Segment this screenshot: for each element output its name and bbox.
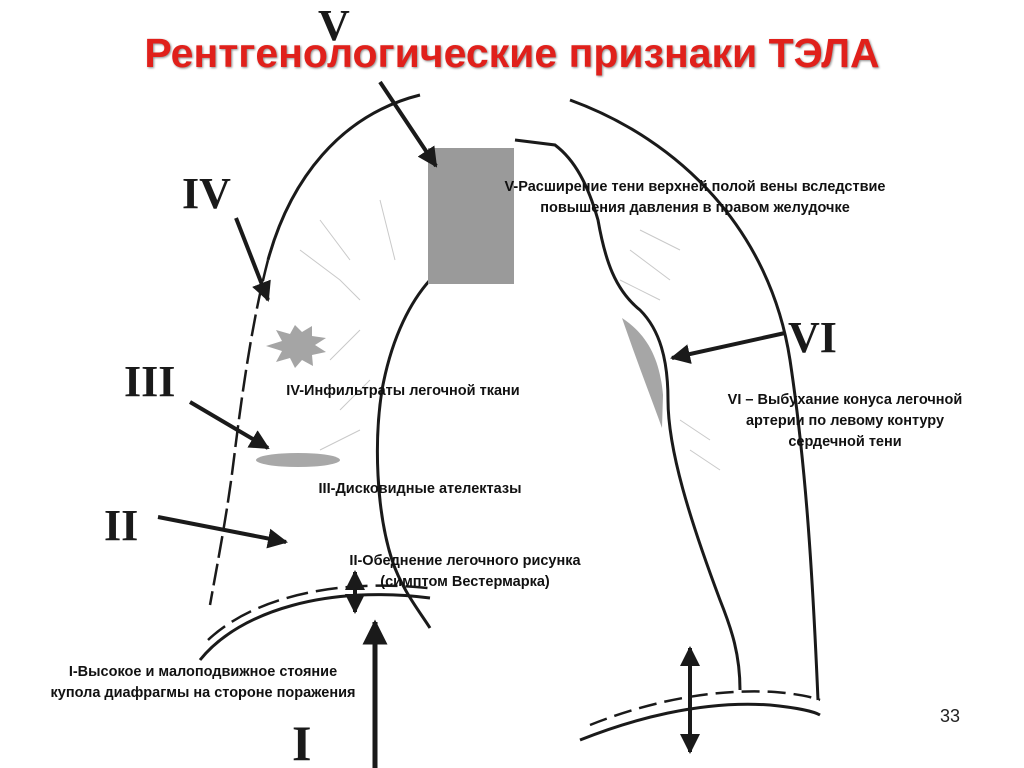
- label-iv: IV-Инфильтраты легочной ткани: [258, 381, 548, 402]
- right-diaphragm-dome-shadow: [207, 584, 429, 641]
- arrow-iv: [234, 217, 271, 302]
- label-v: V-Расширение тени верхней полой вены всл…: [455, 177, 935, 219]
- left-lung-outer-contour: [569, 98, 820, 701]
- right-lung-outer-contour-dashed: [208, 259, 270, 606]
- label-vi: VI – Выбухание конуса легочной артерии п…: [690, 390, 1000, 453]
- numeral-iii: III: [124, 357, 175, 406]
- infiltrate-spot: [266, 325, 326, 368]
- label-ii-line-1: II-Обеднение легочного рисунка: [349, 553, 581, 569]
- page-number: 33: [939, 706, 961, 726]
- label-v-line-2: повышения давления в правом желудочке: [540, 200, 850, 216]
- numeral-vi: VI: [788, 313, 837, 362]
- left-diaphragm-dome: [579, 702, 821, 742]
- numeral-ii: II: [104, 501, 138, 550]
- numeral-v: V: [318, 1, 350, 50]
- label-ii-line-2: (симптом Вестермарка): [380, 574, 550, 590]
- label-iii-line-1: III-Дисковидные ателектазы: [318, 481, 522, 497]
- label-vi-line-1: VI – Выбухание конуса легочной: [727, 392, 963, 408]
- label-iii: III-Дисковидные ателектазы: [290, 479, 550, 500]
- right-lung-outer-contour: [266, 93, 421, 261]
- left-diaphragm-dome-shadow: [589, 690, 821, 727]
- label-vi-line-2: артерии по левому контуру: [745, 413, 945, 429]
- right-diaphragm-dome: [198, 593, 431, 661]
- label-v-line-1: V-Расширение тени верхней полой вены всл…: [504, 179, 886, 195]
- arrow-iii: [188, 400, 270, 450]
- pulmonary-cone-bulge: [622, 318, 663, 428]
- label-i-line-2: купола диафрагмы на стороне поражения: [50, 685, 356, 701]
- arrow-v: [378, 80, 438, 168]
- label-i: I-Высокое и малоподвижное стояние купола…: [8, 662, 398, 704]
- label-i-line-1: I-Высокое и малоподвижное стояние: [68, 664, 338, 680]
- mediastinum-right-contour: [375, 150, 432, 629]
- arrow-vi: [670, 331, 786, 364]
- label-ii: II-Обеднение легочного рисунка (симптом …: [315, 551, 615, 593]
- slide-title: Рентгенологические признаки ТЭЛА: [144, 30, 880, 76]
- lung-texture: [299, 199, 721, 471]
- mediastinum-left-contour: [514, 138, 742, 691]
- label-iv-line-1: IV-Инфильтраты легочной ткани: [286, 383, 520, 399]
- label-vi-line-3: сердечной тени: [788, 434, 902, 450]
- vena-cava-shadow: [428, 148, 514, 284]
- numeral-iv: IV: [182, 169, 231, 218]
- atelectasis-disc: [256, 453, 340, 467]
- numeral-i: I: [292, 715, 311, 768]
- arrow-ii: [157, 515, 288, 549]
